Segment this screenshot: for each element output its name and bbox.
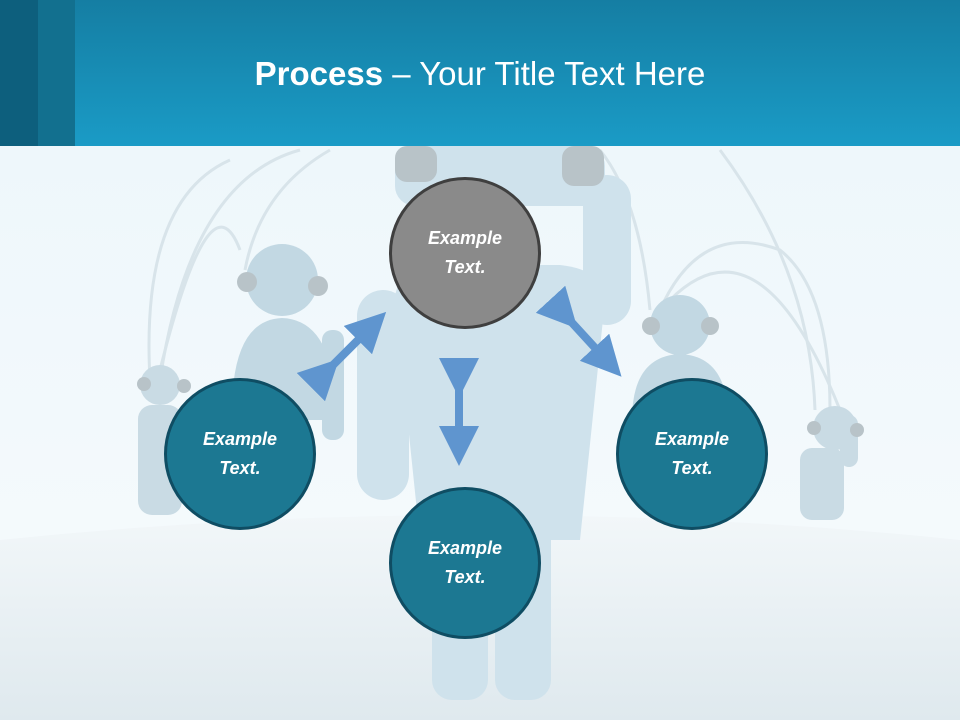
node-left-line2: Text. <box>219 458 261 478</box>
node-left-line1: Example <box>202 429 278 449</box>
cables <box>147 148 842 411</box>
node-bottom-line1: Example <box>427 538 503 558</box>
node-top-line2: Text. <box>444 257 486 277</box>
node-top-line1: Example <box>427 228 503 248</box>
node-right: Example Text. <box>616 378 768 530</box>
figure-far-right <box>800 406 858 520</box>
headsets <box>137 146 864 437</box>
node-top: Example Text. <box>389 177 541 329</box>
title-bar-accent <box>0 0 38 146</box>
title-bar <box>0 0 960 146</box>
node-right-line2: Text. <box>671 458 713 478</box>
node-bottom-line2: Text. <box>444 567 486 587</box>
slide-title-rest: – Your Title Text Here <box>383 55 706 92</box>
slide-title-bold: Process <box>254 55 384 92</box>
node-left: Example Text. <box>164 378 316 530</box>
node-bottom: Example Text. <box>389 487 541 639</box>
title-bar-accent-2 <box>38 0 75 146</box>
node-right-line1: Example <box>654 429 730 449</box>
slide-title: Process – Your Title Text Here <box>0 52 960 96</box>
